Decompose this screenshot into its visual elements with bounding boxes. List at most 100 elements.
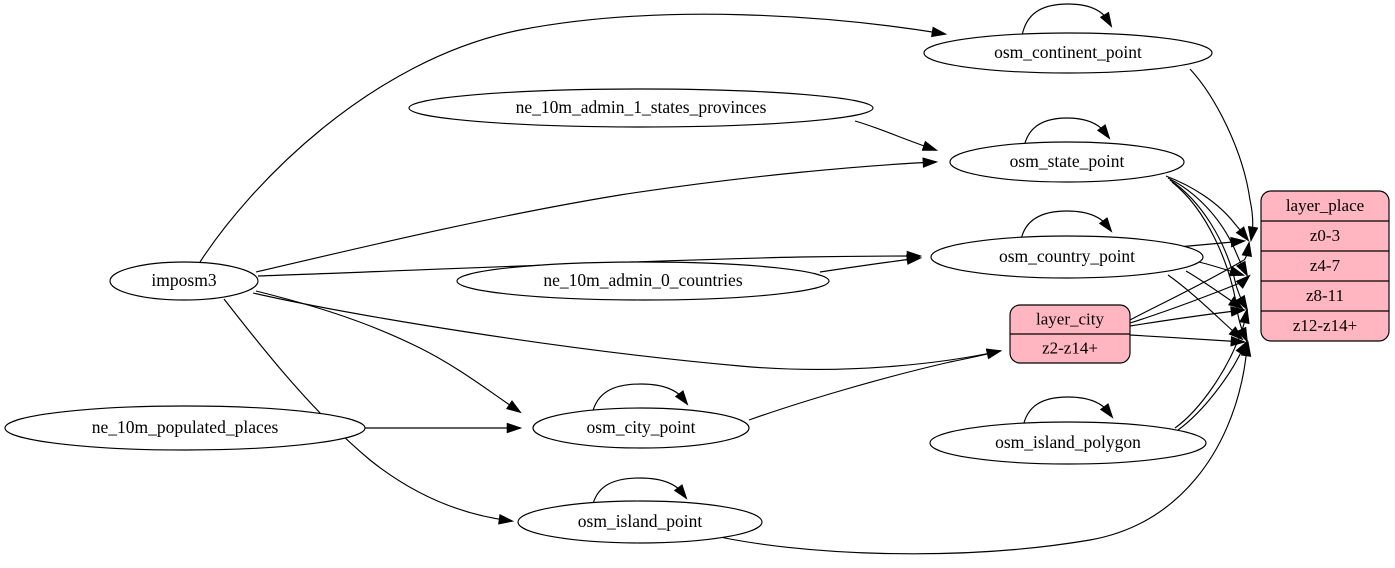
node-osm_continent_point[interactable]: osm_continent_point xyxy=(923,32,1213,74)
node-label-osm_island_point: osm_island_point xyxy=(578,511,703,531)
edge-path xyxy=(199,13,946,263)
node-ellipse-imposm3[interactable] xyxy=(109,261,259,301)
edge-path xyxy=(1021,3,1112,37)
edge xyxy=(819,254,923,273)
edge xyxy=(1189,68,1259,243)
edge xyxy=(1129,274,1251,324)
edge xyxy=(252,292,1003,370)
edge xyxy=(748,348,1003,421)
node-ellipse-osm_state_point[interactable] xyxy=(949,141,1185,183)
edge xyxy=(365,422,523,434)
arrow-head-icon xyxy=(1236,260,1249,277)
node-osm_country_point[interactable]: osm_country_point xyxy=(930,235,1204,279)
edge-path xyxy=(255,161,937,273)
record-row-layer_place-z8_11[interactable]: z8-11 xyxy=(1306,286,1344,305)
edge xyxy=(1022,396,1114,428)
node-osm_state_point[interactable]: osm_state_point xyxy=(949,141,1185,183)
node-osm_island_point[interactable]: osm_island_point xyxy=(517,500,763,544)
arrow-head-icon xyxy=(1228,265,1246,277)
node-label-osm_island_polygon: osm_island_polygon xyxy=(995,432,1141,452)
edge xyxy=(591,383,689,415)
node-imposm3[interactable]: imposm3 xyxy=(109,261,259,301)
edge-path xyxy=(705,342,1249,555)
arrow-head-icon xyxy=(1098,217,1113,233)
record-layer_city[interactable]: layer_city z2-z14+ xyxy=(1009,304,1131,364)
edge xyxy=(1020,210,1113,241)
arrow-head-icon xyxy=(922,157,939,168)
node-osm_city_point[interactable]: osm_city_point xyxy=(532,407,750,449)
edge-layer xyxy=(199,3,1259,555)
arrow-head-icon xyxy=(1235,226,1250,242)
edge xyxy=(1185,270,1244,310)
edge xyxy=(255,290,522,414)
edge-path xyxy=(223,298,513,522)
node-label-ne_10m_admin_1_states_provinces: ne_10m_admin_1_states_provinces xyxy=(516,97,767,117)
node-label-ne_10m_populated_places: ne_10m_populated_places xyxy=(92,417,279,437)
edge-path xyxy=(1129,334,1245,343)
node-ne_10m_admin_0_countries[interactable]: ne_10m_admin_0_countries xyxy=(456,261,830,301)
arrow-head-icon xyxy=(1230,306,1247,317)
edge xyxy=(1177,236,1247,248)
arrow-head-icon xyxy=(1241,240,1253,258)
edge xyxy=(1174,307,1250,429)
record-layer: layer_city z2-z14+ layer_place z0-3 z4-7 z8-1… xyxy=(1009,190,1390,364)
record-row-layer_city-z2[interactable]: z2-z14+ xyxy=(1042,338,1098,357)
node-osm_island_polygon[interactable]: osm_island_polygon xyxy=(929,421,1207,465)
node-label-imposm3: imposm3 xyxy=(151,270,216,290)
record-row-layer_place-header[interactable]: layer_place xyxy=(1286,196,1364,215)
node-ellipse-osm_city_point[interactable] xyxy=(532,407,750,449)
arrow-head-icon xyxy=(506,400,522,414)
arrow-head-icon xyxy=(921,140,939,151)
node-ne_10m_populated_places[interactable]: ne_10m_populated_places xyxy=(4,405,366,451)
arrow-head-icon xyxy=(498,513,515,525)
edge-path xyxy=(591,477,687,509)
arrow-head-icon xyxy=(506,422,523,434)
record-layer_place[interactable]: layer_place z0-3 z4-7 z8-11 z12-z14+ xyxy=(1260,190,1390,342)
edge xyxy=(1165,175,1250,242)
edge-path xyxy=(1189,68,1254,241)
node-ellipse-osm_continent_point[interactable] xyxy=(923,32,1213,74)
record-row-layer_place-z0_3[interactable]: z0-3 xyxy=(1310,226,1340,245)
arrow-head-icon xyxy=(1230,236,1247,248)
arrow-head-icon xyxy=(1236,326,1248,344)
arrow-head-icon xyxy=(931,26,948,38)
edge xyxy=(1129,306,1247,327)
edge xyxy=(1129,240,1253,321)
arrow-head-icon xyxy=(1099,11,1113,28)
node-ne_10m_admin_1_states_provinces[interactable]: ne_10m_admin_1_states_provinces xyxy=(408,88,874,128)
arrow-head-icon xyxy=(985,348,1003,360)
edge-path xyxy=(257,255,921,277)
edge xyxy=(199,13,948,263)
arrow-head-icon xyxy=(1235,294,1249,311)
record-row-layer_place-z4_7[interactable]: z4-7 xyxy=(1310,256,1341,275)
arrow-head-icon xyxy=(673,484,688,500)
arrow-head-icon xyxy=(1235,274,1251,289)
node-label-osm_continent_point: osm_continent_point xyxy=(994,42,1142,62)
node-ellipse-osm_island_point[interactable] xyxy=(517,500,763,544)
node-ellipse-ne_10m_populated_places[interactable] xyxy=(4,405,366,451)
arrow-head-icon xyxy=(674,390,689,406)
record-box-layer_place[interactable] xyxy=(1260,190,1390,342)
record-row-layer_city-header[interactable]: layer_city xyxy=(1036,309,1104,328)
node-ellipse-ne_10m_admin_1_states_provinces[interactable] xyxy=(408,88,874,128)
node-ellipse-osm_island_polygon[interactable] xyxy=(929,421,1207,465)
arrow-head-icon xyxy=(1227,296,1244,310)
edge-path xyxy=(591,383,688,415)
record-row-layer_place-z12_z14[interactable]: z12-z14+ xyxy=(1293,316,1357,335)
edge xyxy=(255,157,939,273)
arrow-head-icon xyxy=(906,254,923,265)
arrow-head-icon xyxy=(1247,226,1259,243)
arrow-head-icon xyxy=(1239,307,1250,325)
node-ellipse-ne_10m_admin_0_countries[interactable] xyxy=(456,261,830,301)
edge-path xyxy=(1022,396,1113,428)
arrow-head-icon xyxy=(1240,340,1252,357)
edge xyxy=(1023,117,1111,148)
edge xyxy=(591,477,688,509)
edge-path xyxy=(748,350,1001,421)
node-label-ne_10m_admin_0_countries: ne_10m_admin_0_countries xyxy=(543,270,742,290)
edge xyxy=(223,298,515,525)
node-ellipse-osm_country_point[interactable] xyxy=(930,235,1204,279)
node-label-osm_country_point: osm_country_point xyxy=(999,246,1135,266)
